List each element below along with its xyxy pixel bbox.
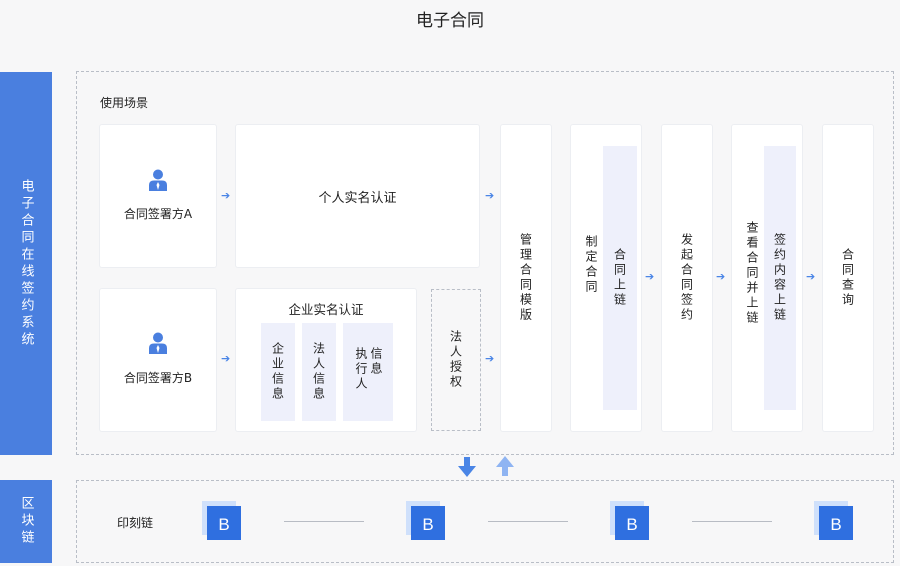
personal-auth-card: 个人实名认证: [236, 125, 479, 267]
sidebar-label-blockchain: 区块链: [0, 480, 52, 563]
scenario-label: 使用场景: [100, 96, 149, 110]
block-icon: B: [814, 501, 856, 547]
arrow-up-icon: [496, 456, 514, 476]
party-a-card: 合同签署方A: [100, 125, 216, 267]
party-b-label: 合同签署方B: [123, 371, 193, 385]
executor-info-label-2: 信息: [369, 347, 383, 377]
executor-info-label-1: 执行人: [354, 347, 368, 392]
enterprise-info-label: 企业信息: [270, 342, 285, 402]
initiate-signing-card: 发起合同签约: [662, 125, 712, 431]
block-label: B: [422, 515, 433, 534]
sign-content-on-chain-label: 签约内容上链: [772, 233, 787, 323]
legal-person-info-label: 法人信息: [311, 342, 326, 402]
chain-link-line: [488, 521, 568, 522]
draft-contract-card: 制定合同 合同上链: [571, 125, 641, 431]
check-and-chain-label: 查看合同并上链: [745, 221, 759, 326]
block-label: B: [218, 515, 229, 534]
draft-contract-label: 制定合同: [584, 235, 598, 295]
legal-person-info-box: 法人信息: [302, 323, 336, 421]
arrow-right-icon: ➔: [221, 352, 231, 365]
contract-on-chain-label: 合同上链: [612, 248, 627, 308]
block-icon: B: [610, 501, 652, 547]
contract-query-card: 合同查询: [823, 125, 873, 431]
block-label: B: [830, 515, 841, 534]
block-icon: B: [406, 501, 448, 547]
chain-label: 印刻链: [117, 516, 154, 530]
block-icon: B: [202, 501, 244, 547]
party-a-label: 合同签署方A: [123, 207, 193, 221]
arrow-down-icon: [458, 457, 476, 477]
contract-query-label: 合同查询: [840, 248, 855, 308]
arrow-right-icon: ➔: [485, 189, 495, 202]
legal-auth-box: 法人授权: [431, 289, 481, 431]
person-icon: [149, 169, 167, 191]
contract-on-chain-box: 合同上链: [603, 146, 637, 410]
person-icon: [149, 332, 167, 354]
enterprise-info-box: 企业信息: [261, 323, 295, 421]
check-contract-card: 查看合同并上链 签约内容上链: [732, 125, 802, 431]
enterprise-auth-title: 企业实名认证: [288, 302, 364, 317]
chain-link-line: [284, 521, 364, 522]
arrow-right-icon: ➔: [221, 189, 231, 202]
block-label: B: [626, 515, 637, 534]
arrow-right-icon: ➔: [485, 352, 495, 365]
arrow-right-icon: ➔: [645, 270, 655, 283]
executor-info-box: 执行人 信息: [343, 323, 393, 421]
manage-template-card: 管理合同模版: [501, 125, 551, 431]
sidebar-label-system: 电子合同在线签约系统: [0, 72, 52, 455]
enterprise-auth-card: 企业实名认证 企业信息 法人信息 执行人 信息: [236, 289, 416, 431]
party-b-card: 合同签署方B: [100, 289, 216, 431]
legal-auth-label: 法人授权: [448, 330, 463, 390]
manage-template-label: 管理合同模版: [518, 233, 533, 323]
sign-content-on-chain-box: 签约内容上链: [764, 146, 796, 410]
arrow-right-icon: ➔: [716, 270, 726, 283]
page-title: 电子合同: [416, 11, 484, 31]
initiate-signing-label: 发起合同签约: [679, 233, 694, 323]
chain-link-line: [692, 521, 772, 522]
arrow-right-icon: ➔: [806, 270, 816, 283]
